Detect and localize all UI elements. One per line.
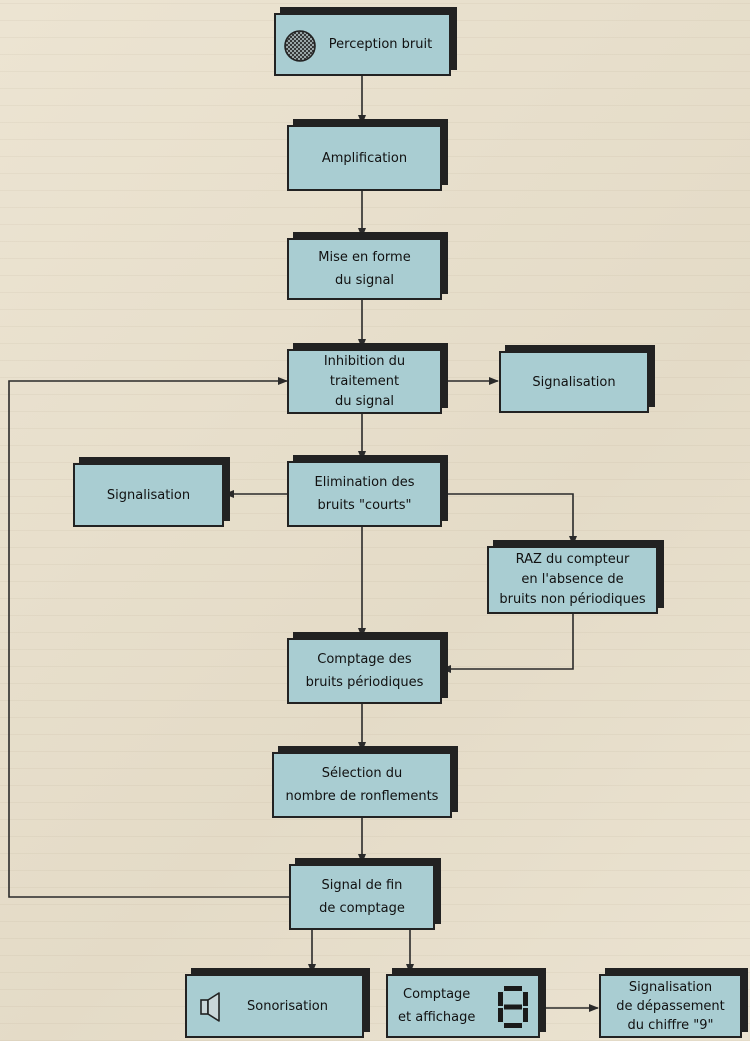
node-label-line: et affichage — [398, 1010, 476, 1025]
node-signalisation-left: Signalisation — [73, 463, 224, 527]
node-label-line: bruits non périodiques — [499, 592, 646, 607]
node-label: Amplification — [321, 150, 408, 166]
node-label-line: Comptage — [403, 987, 471, 1002]
node-signalisation-right: Signalisation — [499, 351, 649, 413]
node-label: Perception bruit — [328, 37, 433, 52]
node-label-line: Signal de fin — [321, 878, 403, 893]
arrow-raz-to-comptage — [441, 614, 574, 673]
node-label-line: Mise en forme — [318, 250, 411, 265]
node-label: Signalisation — [106, 487, 191, 503]
node-label-line: du signal — [334, 393, 395, 409]
speaker-icon — [200, 992, 220, 1022]
feedback-fin-to-inhibition — [8, 377, 289, 898]
node-perception-bruit: Perception bruit — [274, 13, 451, 76]
node-label-line: Inhibition du — [323, 353, 406, 369]
node-raz-compteur: RAZ du compteur en l'absence de bruits n… — [487, 546, 658, 614]
node-label-line: Comptage des — [317, 652, 412, 667]
node-inhibition: Inhibition du traitement du signal — [287, 349, 442, 414]
node-mise-en-forme: Mise en forme du signal — [287, 238, 442, 300]
node-signal-fin: Signal de fin de comptage — [289, 864, 435, 930]
node-depassement: Signalisation de dépassement du chiffre … — [599, 974, 742, 1038]
node-label-line: Signalisation — [628, 979, 713, 995]
node-comptage-affichage: Comptage et affichage — [386, 974, 540, 1038]
node-label-line: Sélection du — [321, 766, 403, 781]
node-label-line: du signal — [334, 273, 395, 288]
node-comptage-bruits: Comptage des bruits périodiques — [287, 638, 442, 704]
node-label-line: de comptage — [319, 901, 405, 916]
node-label-line: RAZ du compteur — [515, 552, 630, 567]
node-label: Sonorisation — [247, 998, 328, 1014]
node-label-line: en l'absence de — [521, 572, 624, 587]
arrow-elimination-to-raz — [442, 493, 577, 546]
node-label-line: du chiffre "9" — [627, 1017, 714, 1033]
node-selection: Sélection du nombre de ronflements — [272, 752, 452, 818]
node-label-line: traitement — [329, 373, 400, 389]
node-label-line: Elimination des — [314, 475, 415, 490]
node-amplification: Amplification — [287, 125, 442, 191]
node-label-line: de dépassement — [616, 998, 725, 1014]
node-sonorisation: Sonorisation — [185, 974, 364, 1038]
seven-segment-digit-icon — [498, 986, 528, 1028]
node-label-line: bruits périodiques — [305, 675, 424, 690]
node-elimination: Elimination des bruits "courts" — [287, 461, 442, 527]
microphone-grille-icon — [284, 30, 316, 62]
node-label-line: nombre de ronflements — [285, 789, 439, 804]
node-label: Signalisation — [532, 374, 616, 390]
node-label-line: bruits "courts" — [317, 498, 412, 513]
